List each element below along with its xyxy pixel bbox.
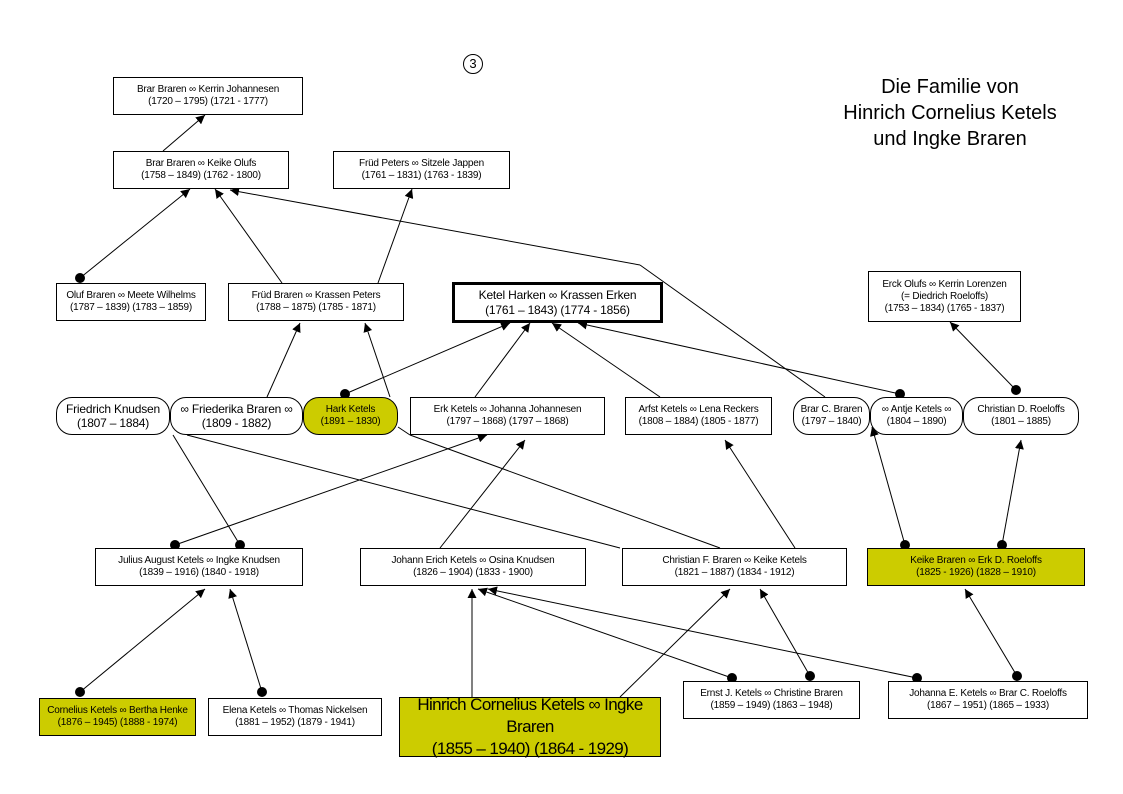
connector-line (174, 433, 488, 546)
node-friedrich-knudsen: Friedrich Knudsen(1807 – 1884) (56, 397, 170, 435)
node-elena-thomas: Elena Ketels ∞ Thomas Nickelsen(1881 – 1… (208, 698, 382, 736)
connector-line (397, 426, 411, 436)
connector-line (214, 188, 283, 284)
circled-number-marker: 3 (463, 54, 483, 74)
connector-dot (75, 687, 85, 697)
connector-line (439, 439, 526, 549)
connector-dot (235, 540, 245, 550)
connector-dot (727, 673, 737, 683)
node-hinrich-ingke: Hinrich Cornelius Ketels ∞ Ingke Braren(… (399, 695, 661, 758)
connector-line (162, 114, 206, 152)
node-frud-sitzele: Früd Peters ∞ Sitzele Jappen(1761 – 1831… (333, 151, 510, 189)
node-ernst-christine: Ernst J. Ketels ∞ Christine Braren(1859 … (683, 681, 860, 719)
connector-line (474, 322, 531, 398)
node-brar-keike: Brar Braren ∞ Keike Olufs(1758 – 1849) (… (113, 151, 289, 189)
connector-line (551, 322, 661, 398)
node-johann-osina: Johann Erich Ketels ∞ Osina Knudsen(1826… (360, 548, 586, 586)
connector-line (870, 426, 906, 546)
node-hark-ketels: Hark Ketels(1891 – 1830) (303, 397, 398, 435)
connector-dot (895, 389, 905, 399)
node-christian-d-roeloffs: Christian D. Roeloffs(1801 – 1885) (963, 397, 1079, 435)
connector-line (186, 434, 621, 549)
connector-dot (170, 540, 180, 550)
connector-line (377, 188, 414, 284)
diagram-title: Die Familie von Hinrich Cornelius Ketels… (843, 76, 1057, 150)
node-brar-c-braren: Brar C. Braren(1797 – 1840) (793, 397, 870, 435)
connector-line (477, 587, 733, 679)
connector-dot (912, 673, 922, 683)
node-friederika-braren: ∞ Friederika Braren ∞(1809 - 1882) (170, 397, 303, 435)
connector-line (1001, 439, 1024, 546)
node-keike-erk: Keike Braren ∞ Erk D. Roeloffs(1825 - 19… (867, 548, 1085, 586)
node-arfst-lena: Arfst Ketels ∞ Lena Reckers(1808 – 1884)… (625, 397, 772, 435)
connector-dot (900, 540, 910, 550)
connector-line (577, 320, 901, 395)
connector-line (639, 264, 826, 398)
connector-line (949, 321, 1017, 391)
connector-line (759, 588, 811, 677)
node-christian-keike: Christian F. Braren ∞ Keike Ketels(1821 … (622, 548, 847, 586)
node-oluf-meete: Oluf Braren ∞ Meete Wilhelms(1787 – 1839… (56, 283, 206, 321)
connector-line (79, 588, 206, 693)
connector-line (724, 439, 796, 549)
connector-dot (805, 671, 815, 681)
connector-line (363, 322, 391, 398)
node-johanna-brar: Johanna E. Ketels ∞ Brar C. Roeloffs(186… (888, 681, 1088, 719)
connector-dot (257, 687, 267, 697)
connector-line (229, 187, 641, 266)
node-brar-kerrin: Brar Braren ∞ Kerrin Johannesen(1720 – 1… (113, 77, 303, 115)
node-ketel-krassen: Ketel Harken ∞ Krassen Erken(1761 – 1843… (452, 282, 663, 323)
node-frud-krassen: Früd Braren ∞ Krassen Peters(1788 – 1875… (228, 283, 404, 321)
connector-line (964, 588, 1018, 677)
connector-line (409, 434, 721, 549)
connector-line (619, 588, 731, 698)
connector-line (266, 322, 301, 398)
node-antje-ketels: ∞ Antje Ketels ∞(1804 – 1890) (870, 397, 963, 435)
connector-dot (997, 540, 1007, 550)
connector-dot (1011, 385, 1021, 395)
connector-line (487, 586, 918, 679)
connector-line (79, 188, 191, 279)
connector-dot (1012, 671, 1022, 681)
connector-line (172, 434, 241, 546)
connector-dot (75, 273, 85, 283)
node-cornelius-bertha: Cornelius Ketels ∞ Bertha Henke(1876 – 1… (39, 698, 196, 736)
node-julius-ingke: Julius August Ketels ∞ Ingke Knudsen(183… (95, 548, 303, 586)
connector-dot (340, 389, 350, 399)
node-erk-johanna: Erk Ketels ∞ Johanna Johannesen(1797 – 1… (410, 397, 605, 435)
connector-line (228, 588, 263, 693)
connector-line (344, 322, 511, 395)
node-erck-kerrin: Erck Olufs ∞ Kerrin Lorenzen(= Diedrich … (868, 271, 1021, 322)
